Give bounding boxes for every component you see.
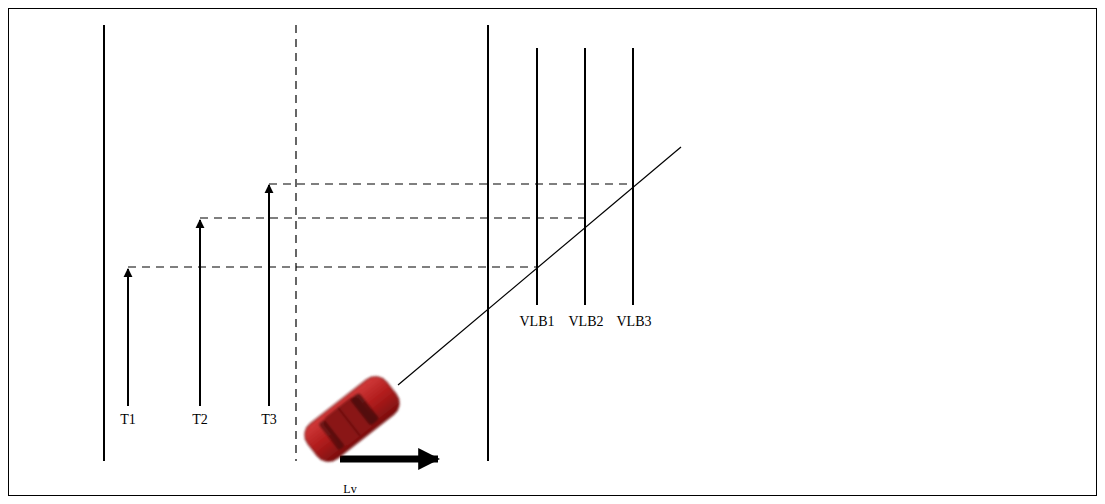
time-label: T3 — [261, 413, 277, 427]
time-arrows — [128, 185, 269, 406]
trajectory-line — [398, 147, 681, 385]
car-figure — [299, 371, 405, 467]
time-label: T1 — [120, 413, 136, 427]
velocity-label: Lv — [343, 483, 356, 495]
velocity-arrow — [340, 456, 438, 463]
time-label: T2 — [192, 413, 208, 427]
light-barrier-label: VLB1 — [520, 315, 555, 329]
light-barrier-label: VLB3 — [617, 315, 652, 329]
light-barrier-label: VLB2 — [569, 315, 604, 329]
frame — [9, 9, 1097, 496]
projection-lines — [128, 184, 633, 267]
